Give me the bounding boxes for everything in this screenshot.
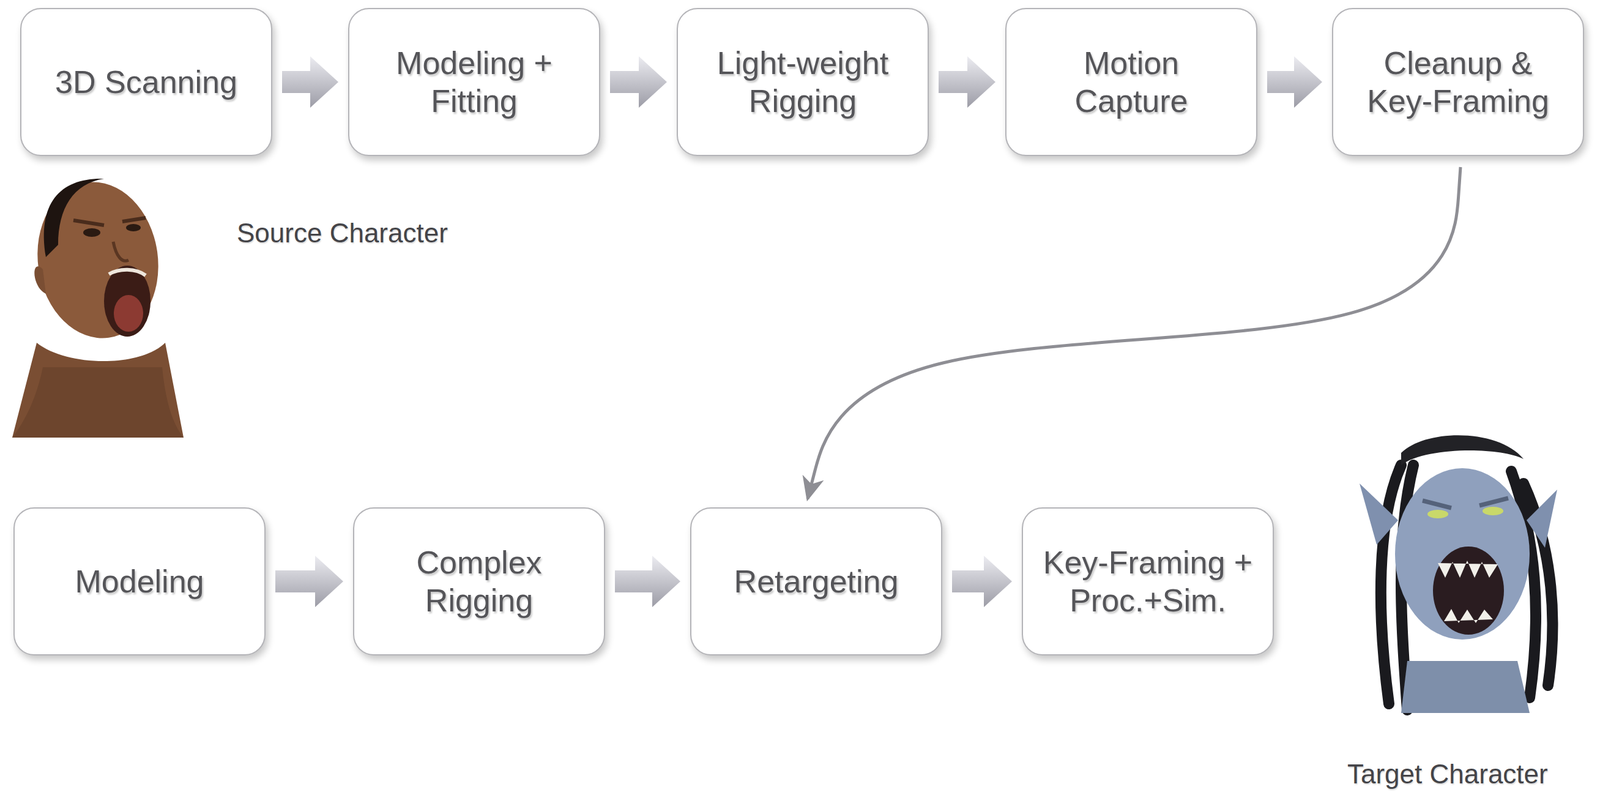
curved-arrow <box>807 167 1461 499</box>
process-box: Light-weight Rigging <box>676 7 929 157</box>
block-arrow <box>275 555 344 607</box>
block-arrow <box>610 56 667 108</box>
box-label: Cleanup & Key-Framing <box>1350 44 1566 121</box>
box-label: Modeling <box>74 562 204 601</box>
block-arrow <box>952 555 1013 607</box>
block-arrow <box>938 56 996 108</box>
block-arrow <box>282 56 339 108</box>
box-label: Complex Rigging <box>371 543 587 620</box>
box-label: Light-weight Rigging <box>695 44 911 121</box>
character-caption: Target Character <box>1347 758 1548 790</box>
target-character-head <box>1359 435 1558 713</box>
process-box: Motion Capture <box>1005 7 1258 157</box>
source-character-head <box>12 174 184 438</box>
box-label: Motion Capture <box>1023 44 1240 121</box>
process-box: 3D Scanning <box>20 7 273 157</box>
process-box: Key-Framing + Proc.+Sim. <box>1021 507 1274 656</box>
box-label: Key-Framing + Proc.+Sim. <box>1040 543 1256 620</box>
process-box: Cleanup & Key-Framing <box>1332 7 1585 157</box>
box-label: Modeling + Fitting <box>366 44 582 121</box>
character-caption: Source Character <box>236 217 448 249</box>
block-arrow <box>1267 56 1323 108</box>
process-box: Modeling <box>13 507 266 656</box>
process-box: Modeling + Fitting <box>348 7 601 157</box>
block-arrow <box>614 555 681 607</box>
box-label: Retargeting <box>734 562 899 601</box>
box-label: 3D Scanning <box>55 63 238 101</box>
process-box: Complex Rigging <box>353 507 606 656</box>
process-box: Retargeting <box>690 507 943 656</box>
